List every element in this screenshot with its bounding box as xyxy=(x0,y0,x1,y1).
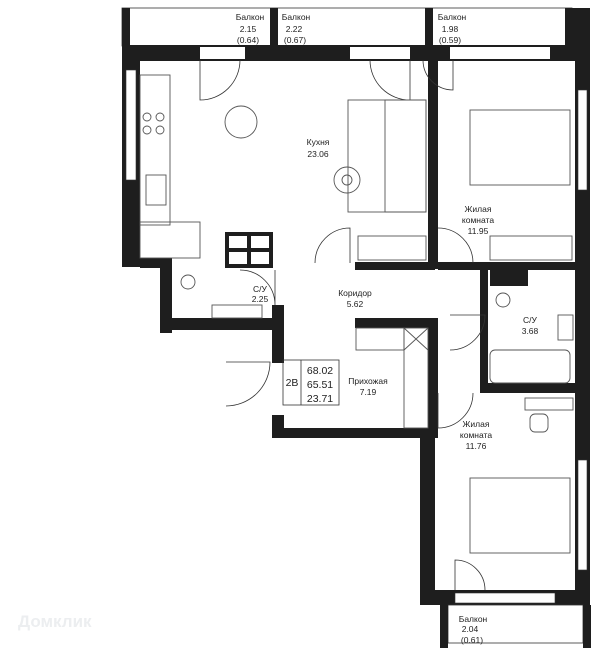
bath1-area: 2.25 xyxy=(252,294,269,304)
wall xyxy=(122,8,130,46)
wall xyxy=(270,8,278,46)
bed xyxy=(469,477,571,554)
wall xyxy=(428,61,438,269)
area-without-balconies: 65.51 xyxy=(307,379,333,391)
balcony1-area: 2.15 xyxy=(240,24,257,34)
bed xyxy=(469,109,571,186)
desk xyxy=(524,397,574,411)
hall-wardrobe xyxy=(403,327,429,429)
door xyxy=(239,269,276,306)
bedroom1-area: 11.95 xyxy=(468,226,489,236)
balcony3-name: Балкон xyxy=(438,12,467,22)
total-area: 68.02 xyxy=(307,365,333,377)
balcony4-sub: (0.61) xyxy=(461,635,483,645)
balcony-top-outline xyxy=(121,7,573,47)
entrance-door xyxy=(225,361,271,407)
corridor-name: Коридор xyxy=(338,288,372,298)
wall xyxy=(425,8,433,46)
balcony2-area: 2.22 xyxy=(286,24,303,34)
bath1-name: С/У xyxy=(253,284,268,294)
bath2-name: С/У xyxy=(523,315,538,325)
corridor-area: 5.62 xyxy=(347,299,364,309)
dining-table xyxy=(224,105,258,139)
door xyxy=(314,227,351,264)
hall-name: Прихожая xyxy=(348,376,388,386)
balcony1-name: Балкон xyxy=(236,12,265,22)
wall xyxy=(565,8,590,46)
balcony3-sub: (0.59) xyxy=(439,35,461,45)
rug xyxy=(333,166,361,194)
hall-wardrobe xyxy=(355,327,405,351)
hall-area: 7.19 xyxy=(360,387,377,397)
apartment-type: 2В xyxy=(286,377,299,389)
balcony4-area: 2.04 xyxy=(462,624,479,634)
sink xyxy=(145,174,167,206)
bedroom1-name2: комната xyxy=(462,215,494,225)
watermark-logo: Домклик xyxy=(18,612,92,631)
door xyxy=(369,59,411,101)
sofa xyxy=(347,99,427,213)
summary-box xyxy=(282,359,340,406)
balcony3-area: 1.98 xyxy=(442,24,459,34)
bedroom2-name1: Жилая xyxy=(463,419,490,429)
kitchen-area: 23.06 xyxy=(307,149,329,159)
toilet xyxy=(495,292,511,308)
bathtub xyxy=(489,349,571,384)
bedroom1-name1: Жилая xyxy=(465,204,492,214)
bedroom2-area: 11.76 xyxy=(466,441,487,451)
wardrobe xyxy=(489,235,573,261)
balcony2-sub: (0.67) xyxy=(284,35,306,45)
kitchen-name: Кухня xyxy=(307,137,330,147)
balcony1-sub: (0.64) xyxy=(237,35,259,45)
bath2-area: 3.68 xyxy=(522,326,539,336)
wardrobe xyxy=(357,235,427,261)
kitchen-counter xyxy=(139,74,171,226)
balcony4-name: Балкон xyxy=(459,614,488,624)
door xyxy=(199,59,241,101)
bedroom2-name2: комната xyxy=(460,430,492,440)
living-area: 23.71 xyxy=(307,393,333,405)
balcony2-name: Балкон xyxy=(282,12,311,22)
